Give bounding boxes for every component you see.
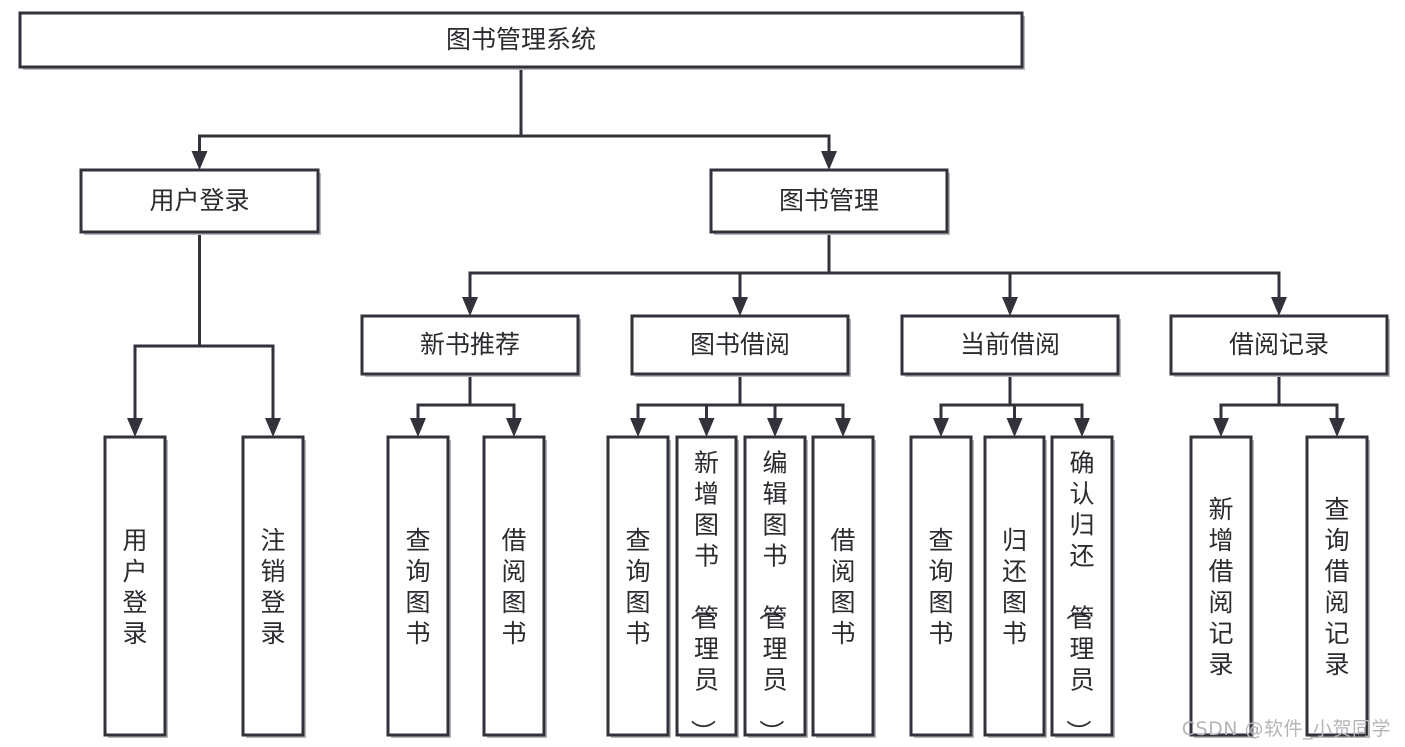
node-leaf-9-label: 归还图书 (1002, 526, 1027, 648)
node-leaf-4-rect[interactable] (606, 435, 670, 737)
node-leaf-8[interactable]: 查询图书 (909, 435, 974, 738)
node-leaf-1-rect[interactable] (241, 435, 305, 737)
node-leaf-12-label: 查询借阅记录 (1324, 495, 1349, 679)
node-root-system-label: 图书管理系统 (446, 25, 596, 54)
node-leaf-11-rect[interactable] (1189, 435, 1253, 737)
edge-borrow-arrow-0 (630, 418, 646, 437)
node-leaf-2[interactable]: 查询图书 (386, 435, 451, 738)
node-level3-3[interactable]: 借阅记录 (1169, 314, 1390, 377)
node-level3-0[interactable]: 新书推荐 (360, 314, 581, 377)
node-leaf-6[interactable]: 编辑图书（管理员） (743, 435, 808, 745)
node-leaf-1[interactable]: 注销登录 (241, 435, 306, 738)
node-leaf-7-rect[interactable] (811, 435, 875, 737)
edge-current-arrow-2 (1074, 418, 1090, 437)
edge-new-book-arrow-0 (410, 418, 426, 437)
edge-borrow-arrow-3 (835, 418, 851, 437)
node-leaf-11[interactable]: 新增借阅记录 (1189, 435, 1254, 738)
edge-records-arrow-0 (1213, 418, 1229, 437)
node-level3-0-label: 新书推荐 (420, 330, 520, 359)
node-level2-0-label: 用户登录 (149, 186, 249, 215)
node-leaf-0[interactable]: 用户登录 (103, 435, 168, 738)
node-level3-1-rect[interactable] (630, 314, 850, 376)
node-level3-0-rect[interactable] (360, 314, 580, 376)
node-leaf-8-label: 查询图书 (928, 526, 953, 648)
node-leaf-9[interactable]: 归还图书 (983, 435, 1047, 738)
edge-user-login-arrow-0 (127, 418, 143, 437)
node-leaf-7-label: 借阅图书 (830, 526, 855, 648)
connector-edges (127, 65, 1345, 437)
edge-book-mgmt-arrow-2 (1002, 297, 1018, 316)
node-level3-1[interactable]: 图书借阅 (630, 314, 851, 377)
node-leaf-9-rect[interactable] (983, 435, 1046, 737)
node-leaf-11-label: 新增借阅记录 (1208, 495, 1233, 679)
node-root-system[interactable]: 图书管理系统 (18, 11, 1025, 70)
edge-root-arrow-0 (191, 151, 208, 170)
edge-borrow-arrow-1 (698, 418, 715, 437)
node-leaf-10-rect[interactable] (1050, 435, 1114, 737)
node-level2-1[interactable]: 图书管理 (709, 168, 950, 235)
edge-book-mgmt-arrow-0 (462, 297, 478, 316)
node-leaf-2-rect[interactable] (386, 435, 450, 737)
edge-records-arrow-1 (1329, 418, 1345, 437)
node-leaf-4-label: 查询图书 (625, 526, 650, 648)
edge-current-arrow-1 (1006, 418, 1023, 437)
edge-current-arrow-0 (933, 418, 949, 437)
node-leaf-7[interactable]: 借阅图书 (811, 435, 876, 738)
edge-book-mgmt-arrow-1 (732, 297, 748, 316)
node-leaf-12-rect[interactable] (1305, 435, 1369, 737)
node-leaf-8-rect[interactable] (909, 435, 973, 737)
node-level3-2-rect[interactable] (900, 314, 1120, 376)
node-level3-2-label: 当前借阅 (960, 330, 1060, 359)
node-leaf-5-rect[interactable] (675, 435, 738, 737)
node-leaf-0-label: 用户登录 (122, 526, 147, 648)
watermark-text: CSDN @软件_小贺同学 (1181, 718, 1391, 740)
node-leaf-1-label: 注销登录 (260, 526, 285, 648)
node-level3-3-label: 借阅记录 (1229, 330, 1329, 359)
node-level3-1-label: 图书借阅 (690, 330, 790, 359)
edge-book-mgmt-arrow-3 (1271, 297, 1287, 316)
node-leaf-2-label: 查询图书 (405, 526, 430, 648)
node-leaf-10-label: 确认归还（管理员） (1063, 449, 1094, 745)
node-level2-1-label: 图书管理 (779, 186, 879, 215)
node-leaf-12[interactable]: 查询借阅记录 (1305, 435, 1370, 738)
node-level3-2[interactable]: 当前借阅 (900, 314, 1121, 377)
node-leaf-3[interactable]: 借阅图书 (482, 435, 547, 738)
node-level2-0[interactable]: 用户登录 (79, 168, 321, 235)
edge-user-login-arrow-1 (265, 418, 281, 437)
node-root-system-rect[interactable] (18, 11, 1024, 69)
edge-new-book-arrow-1 (506, 418, 522, 437)
node-leaf-6-label: 编辑图书（管理员） (756, 449, 787, 745)
node-leaf-3-label: 借阅图书 (501, 526, 526, 648)
node-level2-0-rect[interactable] (79, 168, 320, 234)
node-leaf-4[interactable]: 查询图书 (606, 435, 671, 738)
node-leaf-5-label: 新增图书（管理员） (688, 449, 719, 745)
node-leaf-5[interactable]: 新增图书（管理员） (675, 435, 739, 745)
node-level2-1-rect[interactable] (709, 168, 949, 234)
node-leaf-10[interactable]: 确认归还（管理员） (1050, 435, 1115, 745)
edge-borrow-arrow-2 (767, 418, 783, 437)
node-leaf-6-rect[interactable] (743, 435, 807, 737)
node-leaf-3-rect[interactable] (482, 435, 546, 737)
node-level3-3-rect[interactable] (1169, 314, 1389, 376)
edge-root-arrow-1 (821, 151, 837, 170)
node-leaf-0-rect[interactable] (103, 435, 167, 737)
node-boxes: 图书管理系统用户登录图书管理新书推荐图书借阅当前借阅借阅记录用户登录注销登录查询… (18, 11, 1390, 745)
